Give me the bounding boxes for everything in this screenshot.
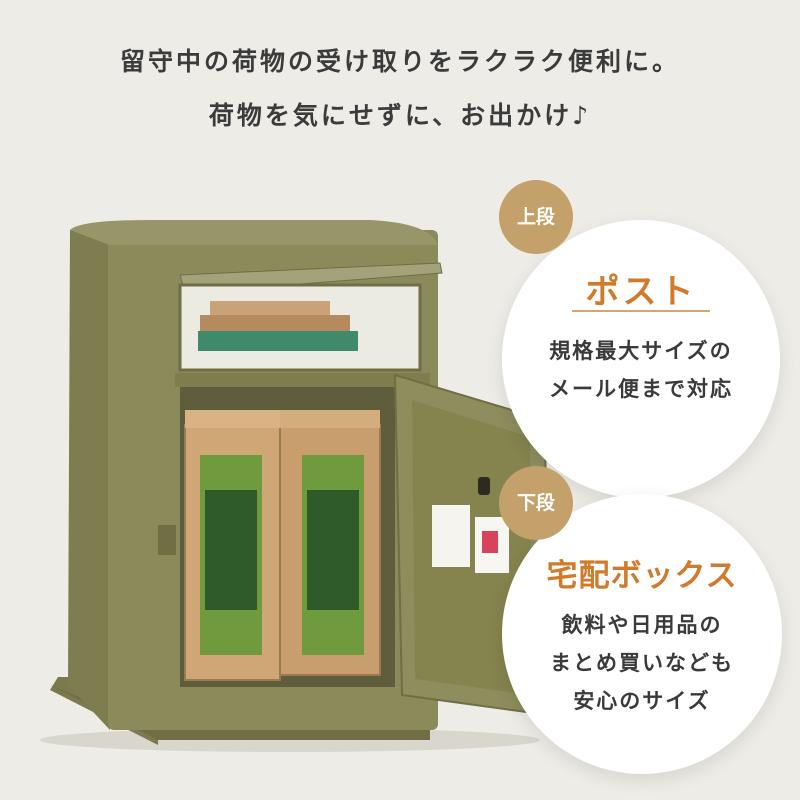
lower-feature-line: 飲料や日用品の [561,613,723,637]
case-left-top [185,410,280,428]
door-sticker-1 [432,505,470,567]
lower-tier-badge: 下段 [499,466,573,540]
door-lock [478,477,490,495]
mail-cardboard [200,315,350,331]
upper-feature-line: 規格最大サイズの [549,339,733,363]
upper-feature-title: ポスト [585,272,697,312]
upper-feature-divider [572,310,710,312]
case-right-band [307,490,359,610]
door-sticker-2-mark [482,531,498,553]
lower-feature-title: 宅配ボックス [546,558,738,594]
case-right-top [280,410,380,428]
body-side [68,230,110,730]
upper-feature-bubble: ポスト 規格最大サイズの メール便まで対応 [502,220,780,498]
door-latch [158,525,176,555]
headline-line-2: 荷物を気にせずに、お出かけ♪ [208,101,592,130]
shelf-divider [175,373,430,387]
case-left-band [205,490,257,610]
mail-green-box [198,331,358,351]
mail-envelope [210,301,330,315]
headline-line-1: 留守中の荷物の受け取りをラクラク便利に。 [119,47,680,76]
delivery-box-illustration [40,220,550,752]
upper-feature-description: 規格最大サイズの メール便まで対応 [502,332,780,408]
upper-feature-line: メール便まで対応 [549,377,733,401]
body-top [70,220,438,245]
lower-feature-line: 安心のサイズ [573,689,711,713]
upper-tier-badge: 上段 [499,180,573,254]
lower-feature-description: 飲料や日用品の まとめ買いなども 安心のサイズ [502,606,782,720]
lower-feature-line: まとめ買いなども [550,651,734,675]
lower-feature-bubble: 宅配ボックス 飲料や日用品の まとめ買いなども 安心のサイズ [502,494,782,774]
